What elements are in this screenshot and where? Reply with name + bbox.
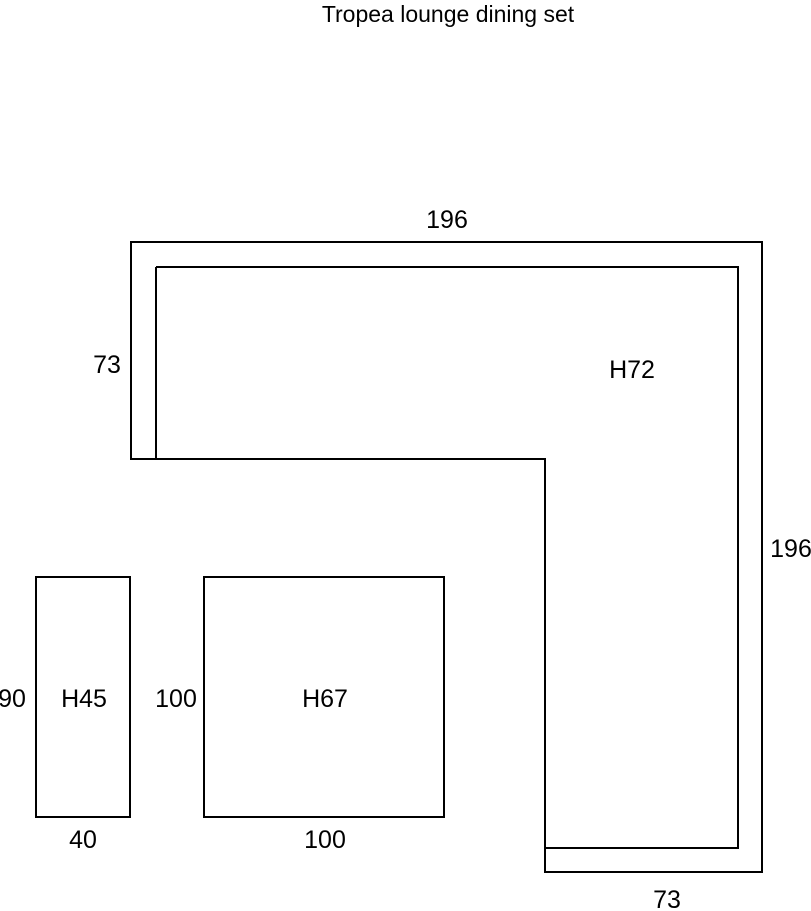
corner-sofa-height: H72 bbox=[609, 356, 655, 384]
table-outline bbox=[203, 576, 445, 818]
stool-height: H45 bbox=[61, 685, 107, 713]
corner-sofa-outer-outline bbox=[130, 241, 763, 873]
diagram-title: Tropea lounge dining set bbox=[322, 1, 575, 27]
table-width: 100 bbox=[304, 826, 346, 854]
corner-sofa-top-width: 196 bbox=[426, 206, 468, 234]
corner-sofa-side-depth: 73 bbox=[93, 351, 121, 379]
corner-sofa-bottom-depth: 73 bbox=[653, 886, 681, 911]
stool-outline bbox=[35, 576, 131, 818]
table-height: H67 bbox=[302, 685, 348, 713]
stool-length: 90 bbox=[0, 685, 26, 713]
corner-sofa-inner-outline bbox=[155, 266, 739, 849]
stool-width: 40 bbox=[69, 826, 97, 854]
corner-sofa-right-length: 196 bbox=[770, 535, 811, 563]
table-length: 100 bbox=[155, 685, 197, 713]
